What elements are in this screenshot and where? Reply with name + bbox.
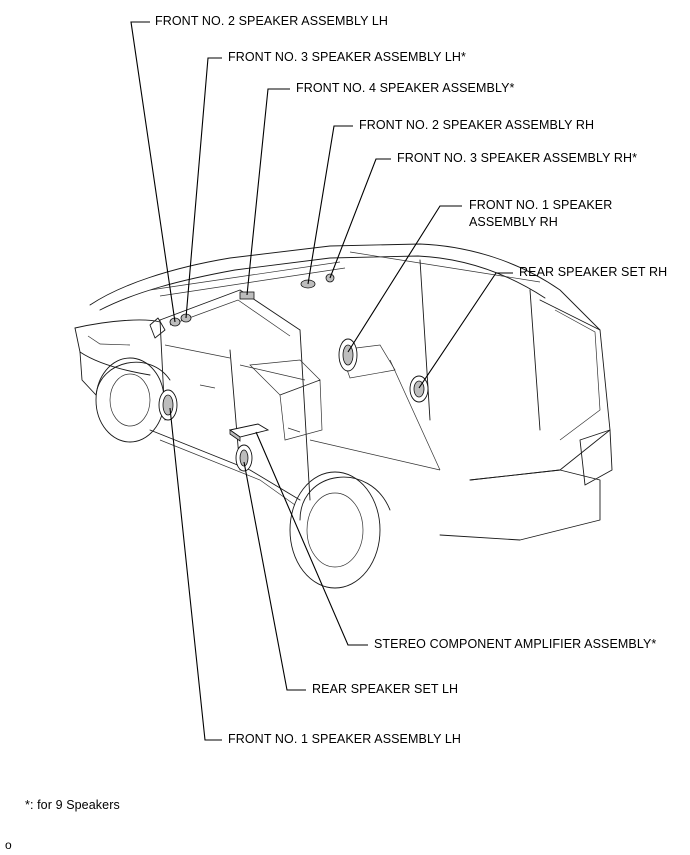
footnote: *: for 9 Speakers bbox=[25, 798, 120, 812]
front-no1-rh-speaker-icon bbox=[338, 338, 358, 372]
leader-front-no2-rh bbox=[307, 125, 353, 285]
leader-front-no4 bbox=[246, 88, 290, 296]
leader-front-no2-lh bbox=[130, 21, 176, 323]
corner-mark: o bbox=[5, 838, 12, 852]
leader-front-no3-rh bbox=[329, 158, 391, 279]
leader-front-no3-lh bbox=[185, 57, 222, 319]
label-rear-set-rh: REAR SPEAKER SET RH bbox=[519, 265, 668, 279]
label-front-no1-rh-line2: ASSEMBLY RH bbox=[469, 215, 558, 229]
label-front-no4: FRONT NO. 4 SPEAKER ASSEMBLY* bbox=[296, 81, 515, 95]
leader-rear-set-rh bbox=[418, 272, 513, 389]
rear-set-lh-speaker-icon bbox=[235, 444, 253, 472]
speakers bbox=[158, 273, 429, 472]
label-front-no1-rh-line1: FRONT NO. 1 SPEAKER bbox=[469, 198, 613, 212]
leader-amplifier bbox=[255, 431, 368, 646]
vehicle-body bbox=[74, 243, 613, 589]
label-rear-set-lh: REAR SPEAKER SET LH bbox=[312, 682, 459, 696]
rear-set-rh-speaker-icon bbox=[409, 375, 429, 403]
label-front-no2-lh: FRONT NO. 2 SPEAKER ASSEMBLY LH bbox=[155, 14, 389, 28]
label-front-no3-rh: FRONT NO. 3 SPEAKER ASSEMBLY RH* bbox=[397, 151, 638, 165]
leader-rear-set-lh bbox=[243, 461, 306, 691]
label-amplifier: STEREO COMPONENT AMPLIFIER ASSEMBLY* bbox=[374, 637, 657, 651]
leader-lines bbox=[130, 21, 513, 741]
label-front-no2-rh: FRONT NO. 2 SPEAKER ASSEMBLY RH bbox=[359, 118, 595, 132]
leader-front-no1-rh bbox=[347, 205, 462, 353]
amplifier-icon bbox=[228, 423, 270, 442]
label-front-no1-lh: FRONT NO. 1 SPEAKER ASSEMBLY LH bbox=[228, 732, 462, 746]
leader-front-no1-lh bbox=[169, 407, 222, 741]
front-no1-lh-speaker-icon bbox=[158, 389, 178, 421]
label-front-no3-lh: FRONT NO. 3 SPEAKER ASSEMBLY LH* bbox=[228, 50, 467, 64]
